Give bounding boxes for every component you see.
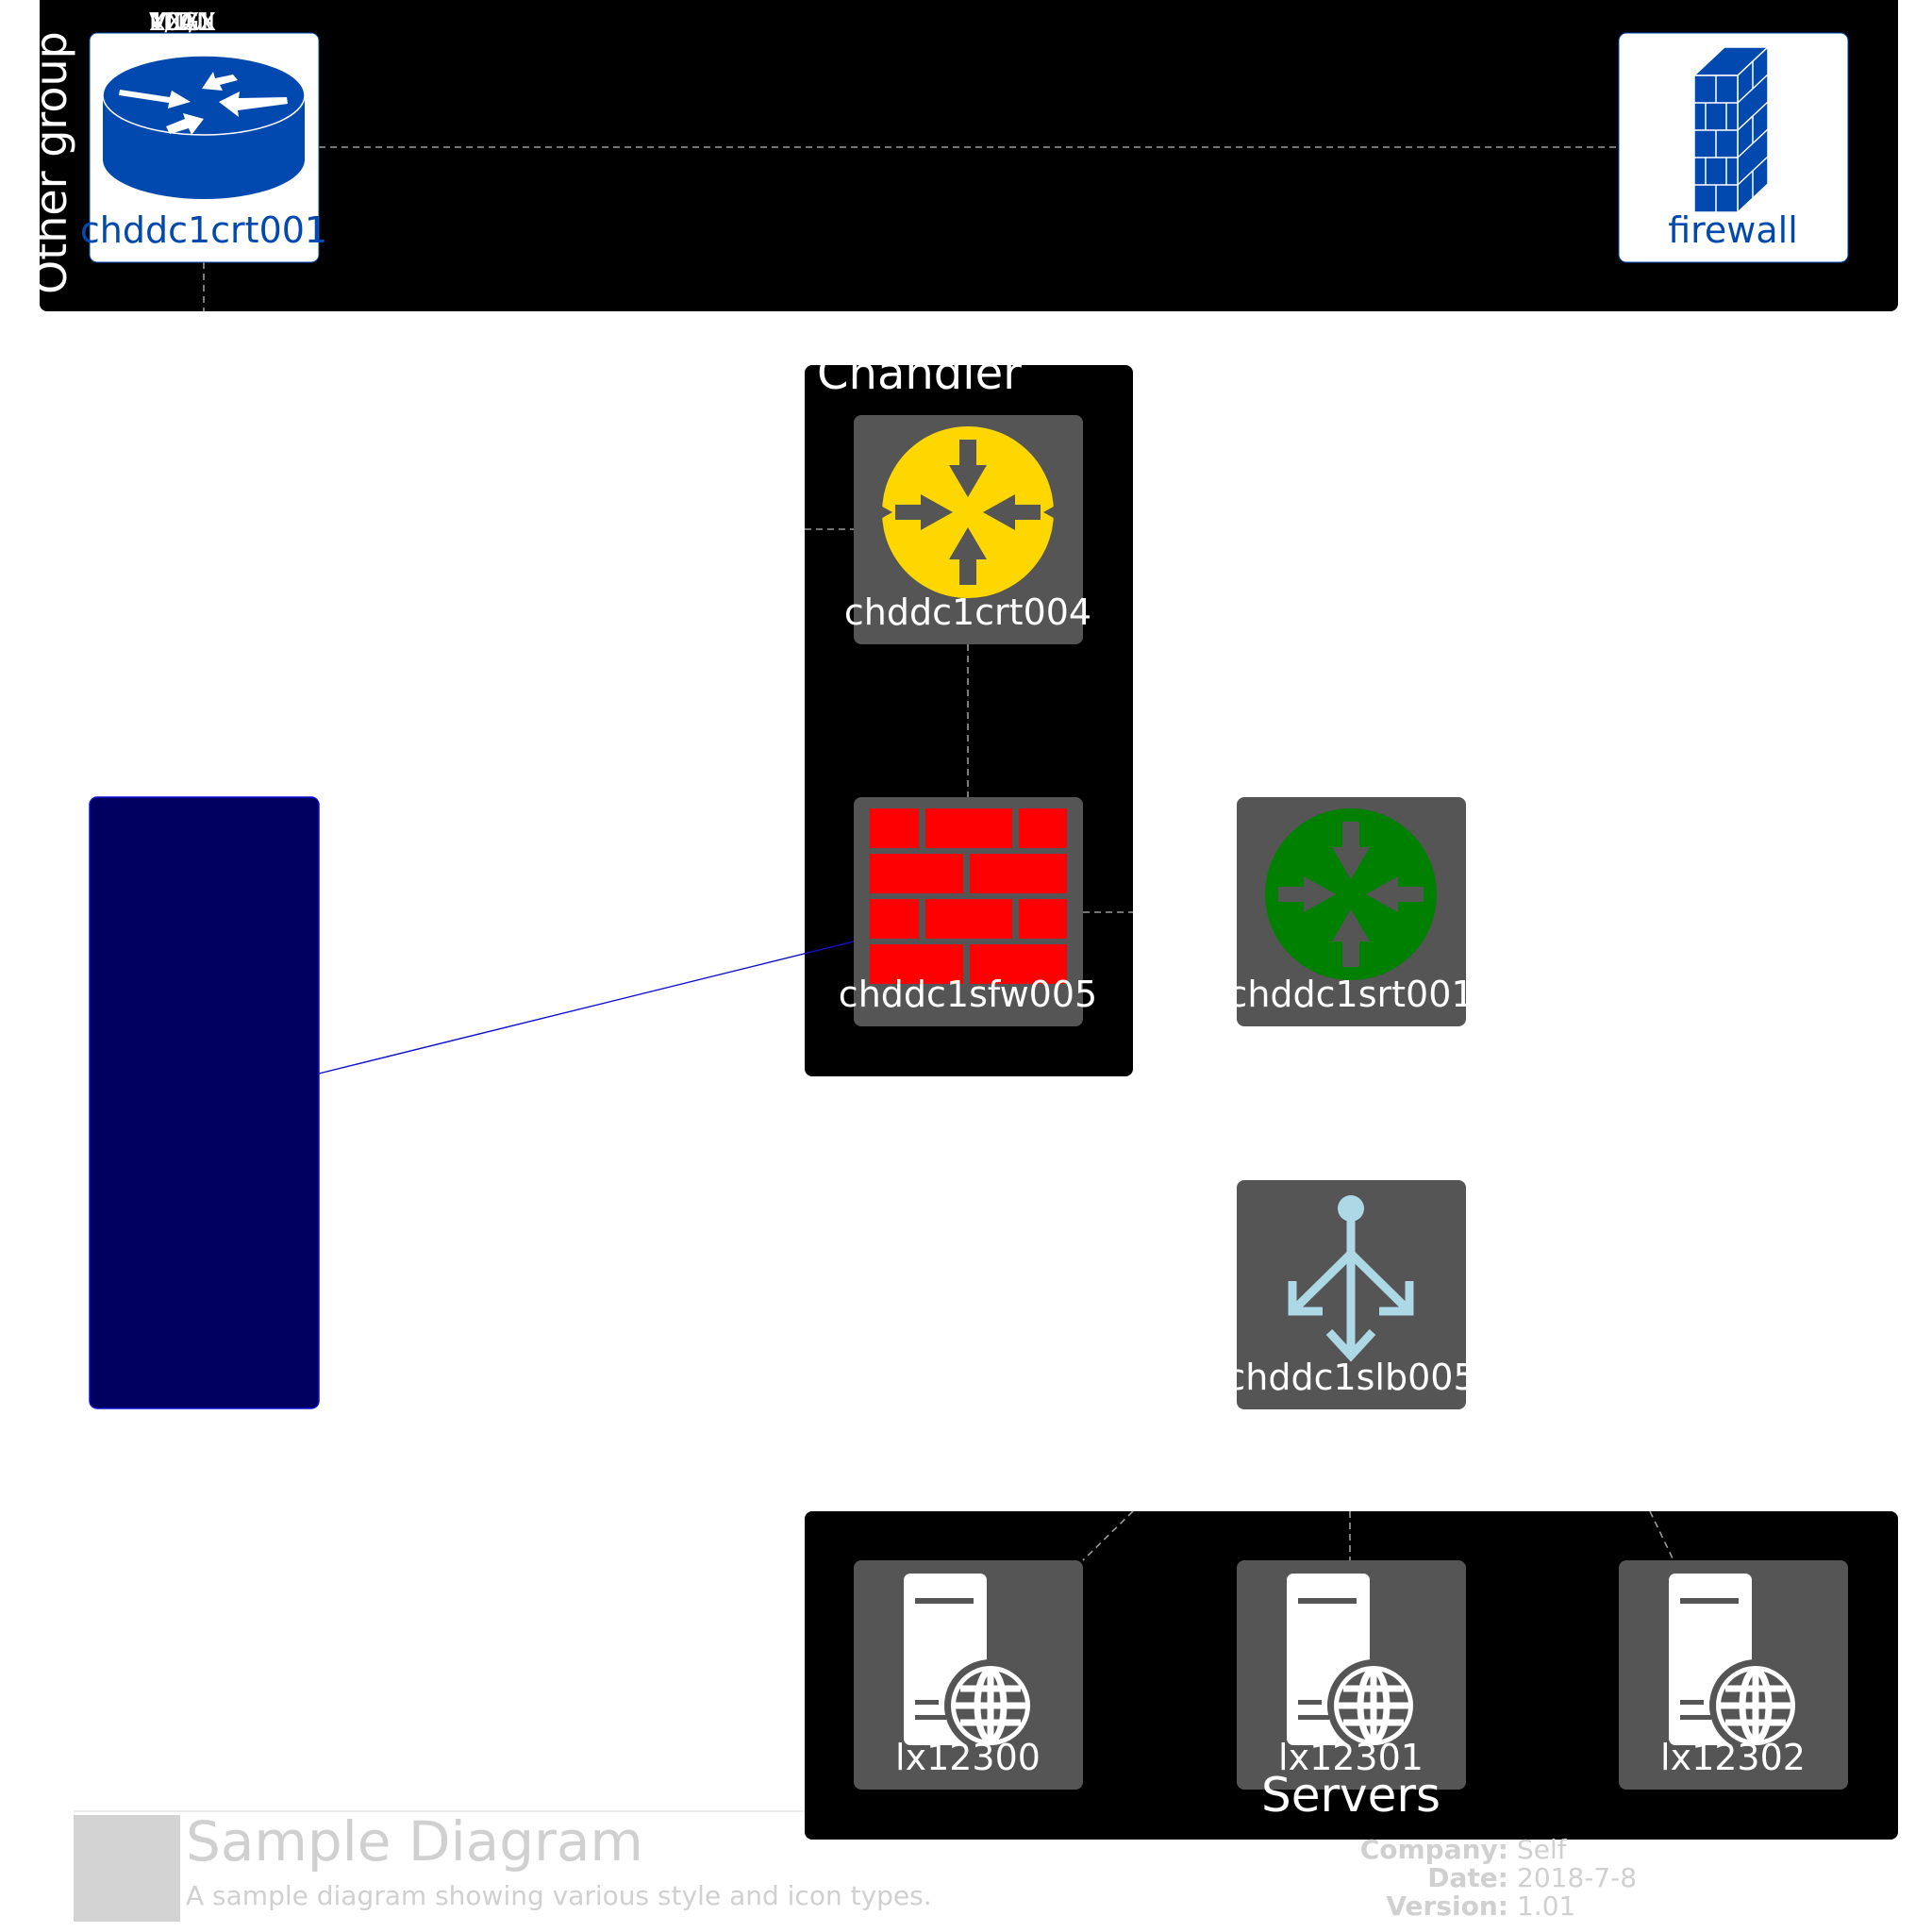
- link-servers-lx12302: [1649, 1510, 1674, 1561]
- footer-meta: Company: Self Date: 2018-7-8 Version: 1.…: [1360, 1834, 1637, 1922]
- firewall-3d-icon: [1692, 45, 1770, 214]
- group-chandler-title: Chandler: [817, 347, 1022, 400]
- device-lx12301[interactable]: lx12301: [1237, 1560, 1466, 1790]
- group-other-title: Other group: [25, 31, 76, 294]
- footer-company-label: Company:: [1360, 1834, 1508, 1865]
- device-lx12302[interactable]: lx12302: [1619, 1560, 1848, 1790]
- web-server-icon: [1669, 1574, 1802, 1752]
- device-label: lx12301: [1278, 1737, 1424, 1778]
- web-server-icon: [1287, 1574, 1420, 1752]
- link-servers-lx12300: [1082, 1510, 1134, 1561]
- device-label: chddc1sfw005: [839, 974, 1097, 1015]
- footer-date-label: Date:: [1427, 1862, 1508, 1893]
- link-navy-sfw005: [318, 941, 855, 1074]
- device-label: firewall: [1668, 209, 1798, 251]
- footer-logo-placeholder: [74, 1815, 180, 1922]
- web-server-icon: [904, 1574, 1037, 1752]
- device-chddc1crt004[interactable]: chddc1crt004: [844, 415, 1091, 644]
- navy-block[interactable]: [89, 796, 320, 1409]
- device-lx12300[interactable]: lx12300: [854, 1560, 1083, 1790]
- device-chddc1srt001[interactable]: chddc1srt001: [1227, 797, 1474, 1026]
- edge-label-3: 10G: [149, 8, 199, 37]
- footer-version-value: 1.01: [1517, 1890, 1575, 1922]
- router-icon: [102, 55, 306, 199]
- device-label: chddc1srt001: [1227, 974, 1474, 1015]
- device-chddc1slb005[interactable]: chddc1slb005: [1225, 1180, 1476, 1409]
- load-balancer-icon: [1288, 1195, 1414, 1362]
- edge-label-5: MTU: [149, 8, 203, 37]
- brick-firewall-icon: [870, 808, 1067, 984]
- router-icon: [1265, 808, 1437, 980]
- edge-label-1: XXXX: [149, 8, 216, 37]
- footer-date-value: 2018-7-8: [1517, 1862, 1637, 1893]
- edge-labels: XXXX 1/1/1 10G VLAN MTU: [149, 8, 216, 37]
- edge-label-4: VLAN: [149, 8, 215, 37]
- footer-title: Sample Diagram: [186, 1809, 643, 1874]
- device-chddc1sfw005[interactable]: chddc1sfw005: [839, 797, 1097, 1026]
- footer-version-label: Version:: [1386, 1890, 1508, 1922]
- group-other: [40, 0, 1898, 311]
- footer-subtitle: A sample diagram showing various style a…: [186, 1880, 932, 1911]
- edge-label-2: 1/1/1: [149, 8, 212, 37]
- connections: [203, 146, 1674, 1561]
- group-servers-title: Servers: [1261, 1768, 1441, 1823]
- device-label: chddc1crt004: [844, 591, 1091, 633]
- device-label: lx12302: [1660, 1737, 1806, 1778]
- device-label: lx12300: [895, 1737, 1041, 1778]
- device-label: chddc1slb005: [1225, 1357, 1475, 1398]
- footer-company-value: Self: [1517, 1834, 1568, 1865]
- device-chddc1crt001[interactable]: chddc1crt001: [80, 32, 327, 263]
- router-icon: [860, 426, 1075, 598]
- device-label: chddc1crt001: [80, 209, 327, 251]
- device-firewall[interactable]: firewall: [1618, 32, 1849, 263]
